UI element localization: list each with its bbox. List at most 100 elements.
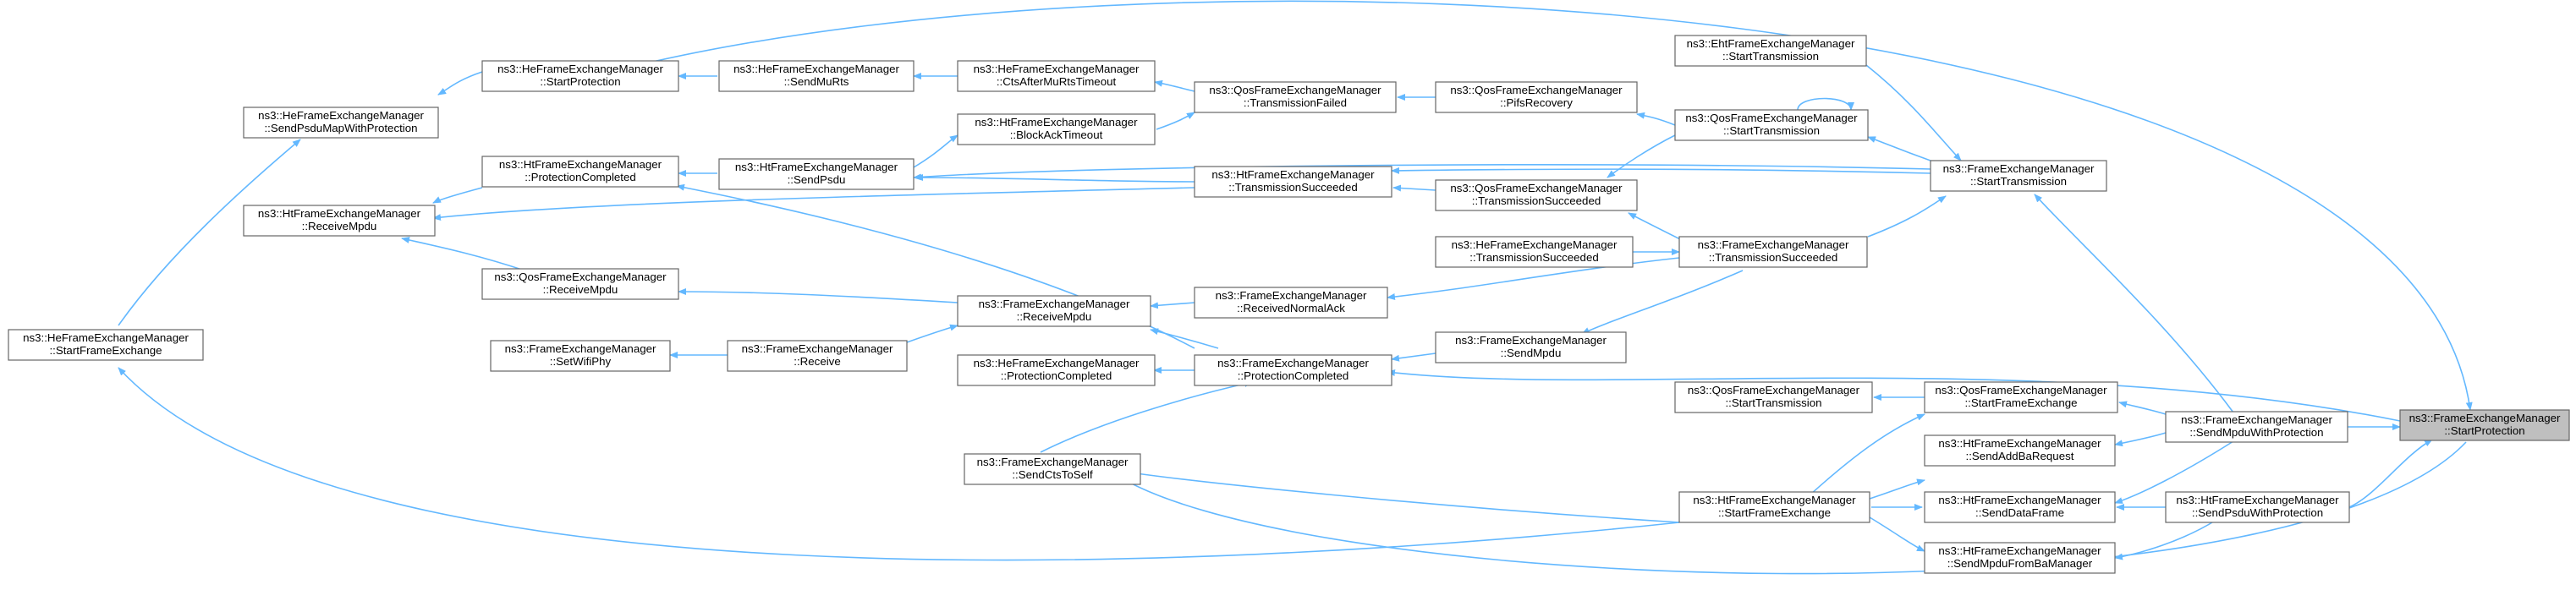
- edge-blockack-to-qostxfailed: [1156, 112, 1195, 130]
- node-method-label: ::StartFrameExchange: [1964, 396, 2077, 409]
- edge-femrecvnormalack-to-femreceivempdu: [1150, 302, 1195, 309]
- node-class-label: ns3::QosFrameExchangeManager: [1688, 384, 1860, 396]
- node-method-label: ::ProtectionCompleted: [1001, 369, 1112, 382]
- node-box: [718, 158, 915, 190]
- edge-sendpsduwithprotection-to-root: [2348, 439, 2433, 508]
- node-box: [481, 60, 679, 92]
- node-fem-start-tx[interactable]: ns3::FrameExchangeManager::StartTransmis…: [1930, 160, 2107, 192]
- node-ht-receive-mpdu[interactable]: ns3::HtFrameExchangeManager::ReceiveMpdu: [243, 205, 436, 237]
- edge-femreceive-to-femreceivempdu: [906, 324, 958, 343]
- node-method-label: ::SendAddBaRequest: [1966, 450, 2074, 462]
- node-ht-start-frame-exchange[interactable]: ns3::HtFrameExchangeManager::StartFrameE…: [1678, 491, 1870, 523]
- node-box: [1678, 236, 1868, 268]
- edge-femsendmpduwithprot-to-htsenddataframe: [2114, 440, 2234, 504]
- node-fem-prot-completed[interactable]: ns3::FrameExchangeManager::ProtectionCom…: [1194, 354, 1392, 386]
- node-ht-send-add-ba[interactable]: ns3::HtFrameExchangeManager::SendAddBaRe…: [1924, 434, 2116, 467]
- node-qos-pifs[interactable]: ns3::QosFrameExchangeManager::PifsRecove…: [1435, 81, 1638, 113]
- node-method-label: ::SendMpduFromBaManager: [1947, 557, 2093, 570]
- node-he-cts-after[interactable]: ns3::HeFrameExchangeManager::CtsAfterMuR…: [957, 60, 1156, 92]
- edge-femstarttx-to-httxsucceeded: [1391, 167, 1931, 174]
- node-fem-tx-succeeded[interactable]: ns3::FrameExchangeManager::TransmissionS…: [1678, 236, 1868, 268]
- node-class-label: ns3::QosFrameExchangeManager: [1209, 84, 1381, 96]
- node-ht-send-psdu[interactable]: ns3::HtFrameExchangeManager::SendPsdu: [718, 158, 915, 190]
- node-class-label: ns3::FrameExchangeManager: [977, 456, 1129, 468]
- node-he-prot-completed[interactable]: ns3::HeFrameExchangeManager::ProtectionC…: [957, 354, 1156, 386]
- node-box: [1930, 160, 2107, 192]
- node-box: [8, 329, 204, 361]
- edge-femtxsucceeded-to-qostxsucceeded: [1628, 212, 1684, 242]
- node-he-start-frame-exchange[interactable]: ns3::HeFrameExchangeManager::StartFrameE…: [8, 329, 204, 361]
- node-method-label: ::ReceiveMpdu: [543, 283, 618, 296]
- node-box: [481, 268, 679, 300]
- node-method-label: ::BlockAckTimeout: [1010, 128, 1103, 141]
- node-box: [1194, 287, 1388, 319]
- node-fem-set-wifi-phy[interactable]: ns3::FrameExchangeManager::SetWifiPhy: [490, 340, 671, 372]
- node-he-send-mu-rts[interactable]: ns3::HeFrameExchangeManager::SendMuRts: [718, 60, 915, 92]
- node-class-label: ns3::HeFrameExchangeManager: [733, 63, 899, 75]
- node-class-label: ns3::FrameExchangeManager: [1217, 357, 1369, 369]
- node-he-send-psdu-map[interactable]: ns3::HeFrameExchangeManager::SendPsduMap…: [243, 107, 439, 139]
- edge-httxsucceeded-to-htreceivempdu: [432, 187, 1195, 221]
- node-fem-send-cts-to-self[interactable]: ns3::FrameExchangeManager::SendCtsToSelf: [964, 453, 1141, 485]
- node-class-label: ns3::HtFrameExchangeManager: [2176, 494, 2339, 506]
- node-fem-send-mpdu[interactable]: ns3::FrameExchangeManager::SendMpdu: [1435, 331, 1627, 363]
- node-qos-start-tx2[interactable]: ns3::QosFrameExchangeManager::StartTrans…: [1674, 381, 1873, 413]
- node-box: [1435, 331, 1627, 363]
- node-method-label: ::TransmissionSucceeded: [1709, 251, 1838, 264]
- node-method-label: ::CtsAfterMuRtsTimeout: [997, 75, 1117, 88]
- node-qos-start-tx[interactable]: ns3::QosFrameExchangeManager::StartTrans…: [1674, 109, 1869, 141]
- edge-hesendpsdumap-to-hestartprot: [437, 71, 483, 96]
- node-ht-send-psdu-with-prot[interactable]: ns3::HtFrameExchangeManager::SendPsduWit…: [2165, 491, 2350, 523]
- node-class-label: ns3::QosFrameExchangeManager: [1685, 112, 1858, 124]
- node-method-label: ::TransmissionFailed: [1244, 96, 1347, 109]
- node-qos-receive-mpdu[interactable]: ns3::QosFrameExchangeManager::ReceiveMpd…: [481, 268, 679, 300]
- node-method-label: ::SendPsdu: [788, 173, 846, 186]
- node-fem-received-normal-ack[interactable]: ns3::FrameExchangeManager::ReceivedNorma…: [1194, 287, 1388, 319]
- edges: [118, 0, 2473, 575]
- node-class-label: ns3::QosFrameExchangeManager: [1450, 182, 1623, 194]
- node-class-label: ns3::HtFrameExchangeManager: [499, 158, 662, 171]
- node-class-label: ns3::QosFrameExchangeManager: [1935, 384, 2107, 396]
- node-qos-tx-succeeded[interactable]: ns3::QosFrameExchangeManager::Transmissi…: [1435, 179, 1638, 211]
- edge-qosreceivempdu-to-htreceivempdu: [401, 237, 525, 271]
- node-qos-start-frame-exchange[interactable]: ns3::QosFrameExchangeManager::StartFrame…: [1924, 381, 2118, 413]
- edge-htstartfe-to-qosstartfe: [1810, 413, 1925, 495]
- node-class-label: ns3::HtFrameExchangeManager: [1693, 494, 1856, 506]
- node-ht-block-ack[interactable]: ns3::HtFrameExchangeManager::BlockAckTim…: [957, 113, 1156, 145]
- node-root[interactable]: ns3::FrameExchangeManager::StartProtecti…: [2399, 409, 2570, 441]
- edge-htstartfe-to-hestartfe: [118, 367, 1680, 561]
- node-box: [1435, 236, 1634, 268]
- node-class-label: ns3::FrameExchangeManager: [1698, 238, 1849, 251]
- node-box: [243, 205, 436, 237]
- edge-femreceivempdu-to-qosreceivempdu: [678, 288, 958, 303]
- node-ht-tx-succeeded[interactable]: ns3::HtFrameExchangeManager::Transmissio…: [1194, 166, 1392, 198]
- edge-femtxsucceeded-to-femrecvnormalack: [1387, 257, 1680, 300]
- node-qos-tx-failed[interactable]: ns3::QosFrameExchangeManager::Transmissi…: [1194, 81, 1397, 113]
- node-method-label: ::ProtectionCompleted: [525, 171, 636, 183]
- edge-sendctstoself-to-femprotcompleted: [1040, 380, 1253, 453]
- node-method-label: ::StartTransmission: [1722, 50, 1819, 63]
- node-he-tx-succeeded[interactable]: ns3::HeFrameExchangeManager::Transmissio…: [1435, 236, 1634, 268]
- node-fem-receive[interactable]: ns3::FrameExchangeManager::Receive: [727, 340, 908, 372]
- edge-femstarttx-to-qosstarttx: [1867, 136, 1931, 161]
- node-class-label: ns3::HtFrameExchangeManager: [1938, 544, 2101, 557]
- edge-ehtstarttx-to-femstarttx: [1865, 64, 1962, 161]
- edge-hestartprotection-to-root: [627, 0, 2473, 411]
- node-class-label: ns3::FrameExchangeManager: [979, 298, 1130, 310]
- node-ht-send-mpdu-from-ba[interactable]: ns3::HtFrameExchangeManager::SendMpduFro…: [1924, 542, 2116, 574]
- edge-htsendpsdu-to-blockack: [913, 134, 958, 168]
- node-class-label: ns3::FrameExchangeManager: [1216, 289, 1367, 302]
- node-he-start-prot[interactable]: ns3::HeFrameExchangeManager::StartProtec…: [481, 60, 679, 92]
- node-eht-start-tx[interactable]: ns3::EhtFrameExchangeManager::StartTrans…: [1674, 35, 1867, 67]
- node-box: [490, 340, 671, 372]
- node-ht-prot-completed[interactable]: ns3::HtFrameExchangeManager::ProtectionC…: [481, 156, 679, 188]
- node-class-label: ns3::EhtFrameExchangeManager: [1687, 37, 1855, 50]
- node-box: [727, 340, 908, 372]
- node-fem-receive-mpdu[interactable]: ns3::FrameExchangeManager::ReceiveMpdu: [957, 295, 1151, 327]
- edge-qostxsucceeded-to-httxsucceeded: [1392, 184, 1436, 192]
- edge-qosstarttx-to-pifs: [1636, 112, 1676, 126]
- node-ht-send-data-frame[interactable]: ns3::HtFrameExchangeManager::SendDataFra…: [1924, 491, 2116, 523]
- node-fem-send-mpdu-with-prot[interactable]: ns3::FrameExchangeManager::SendMpduWithP…: [2165, 411, 2348, 443]
- node-box: [1674, 109, 1869, 141]
